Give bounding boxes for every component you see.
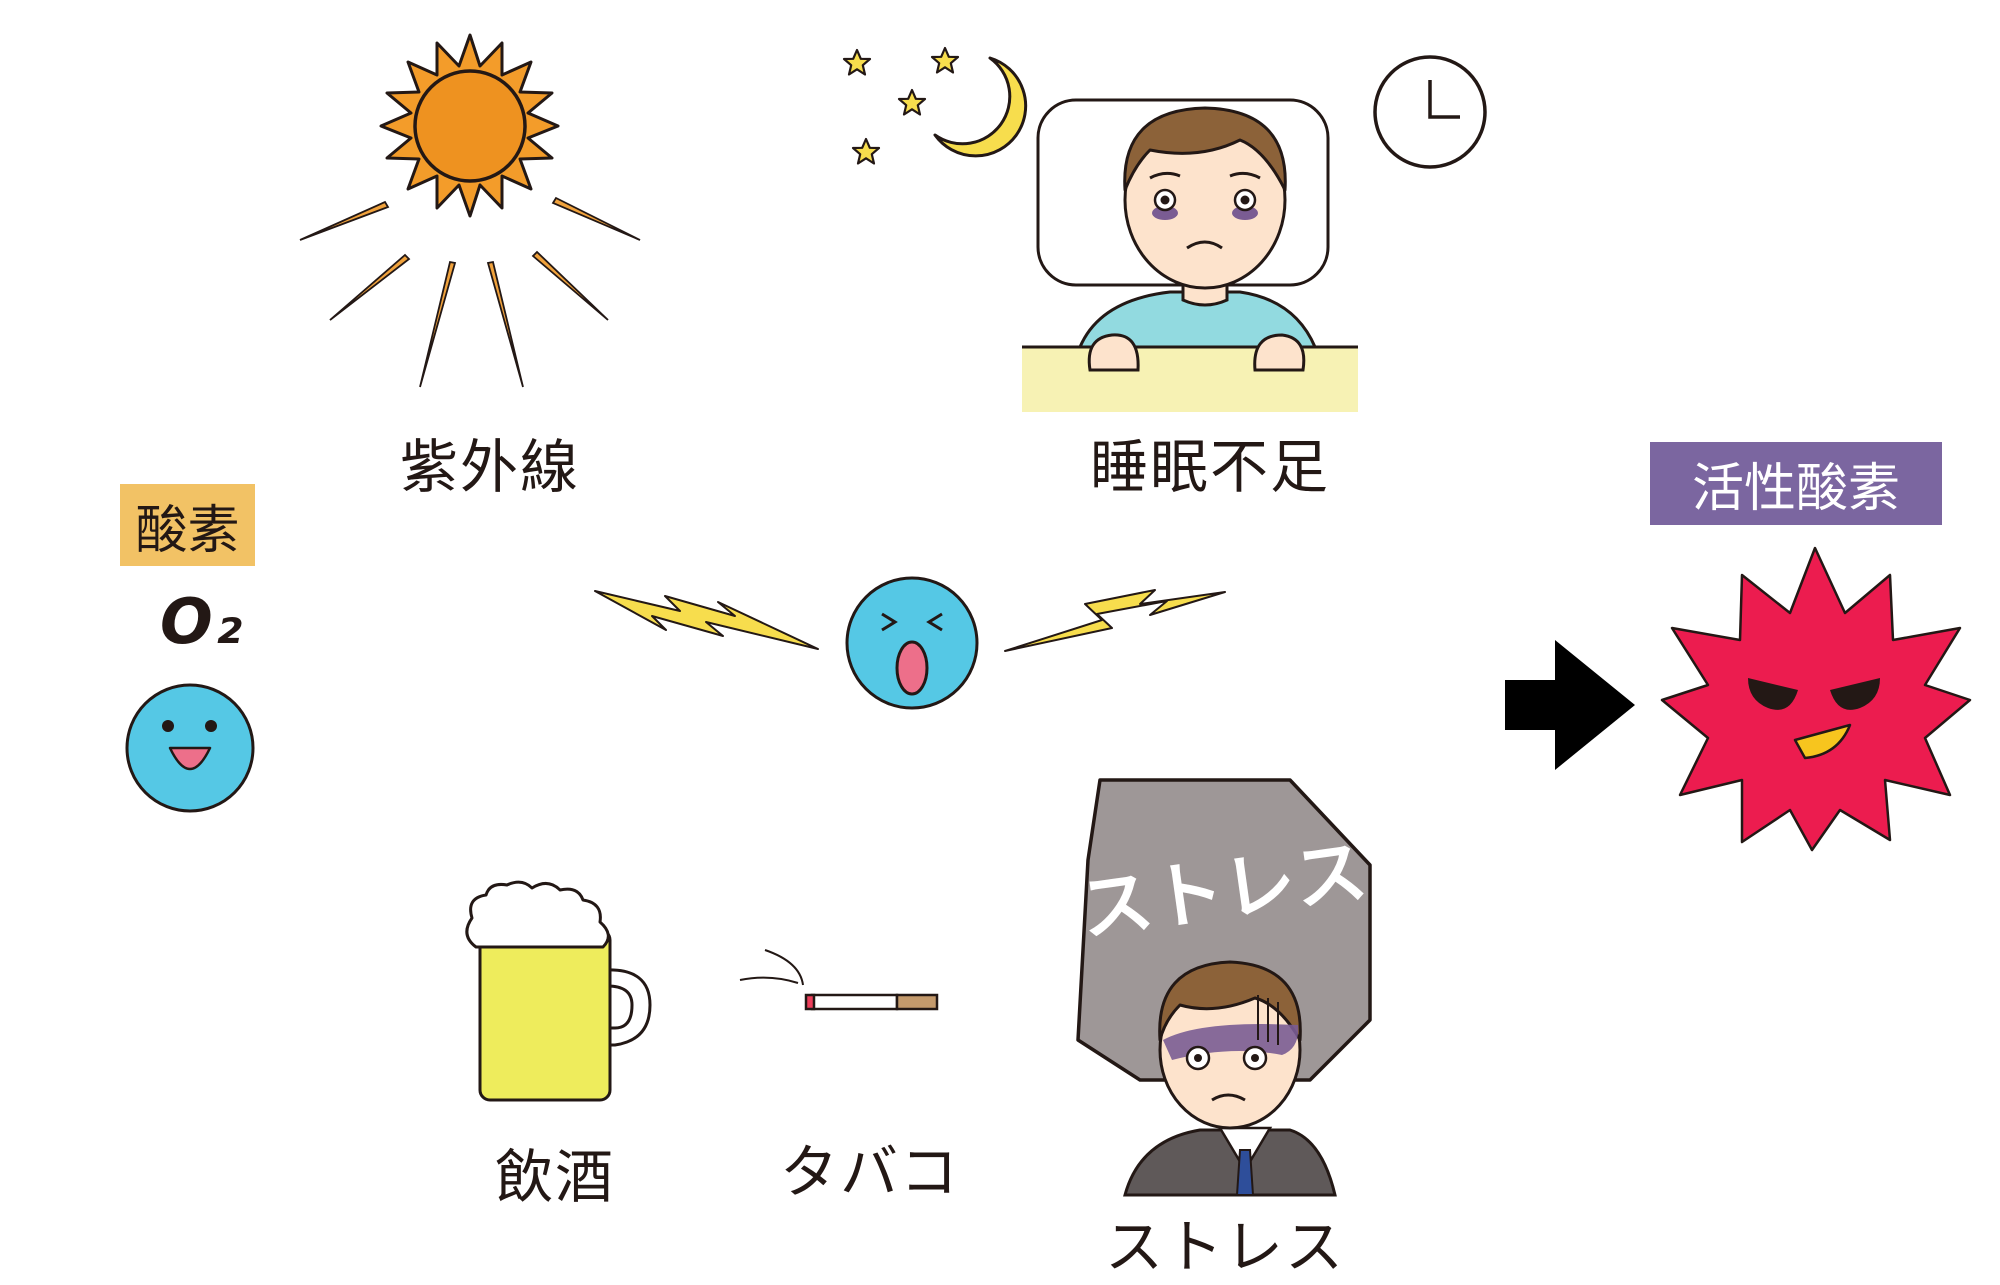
- tobacco-label: タバコ: [780, 1138, 961, 1206]
- uv-label: 紫外線: [400, 433, 581, 501]
- sun-icon: [299, 33, 641, 388]
- sleeping-person-illustration: [1022, 98, 1358, 412]
- active-oxygen-tag-label: 活性酸素: [1691, 459, 1900, 519]
- lightning-icon: [594, 589, 1226, 652]
- beer-mug-icon: [465, 880, 652, 1102]
- clock-icon: [1373, 55, 1487, 169]
- oxygen-tag: 酸素: [120, 484, 255, 566]
- attacked-molecule-character: [845, 576, 979, 710]
- cigarette-icon: [739, 949, 939, 1011]
- active-oxygen-tag: 活性酸素: [1650, 442, 1942, 525]
- stress-label: ストレス: [1105, 1213, 1346, 1281]
- oxygen-tag-label: 酸素: [135, 500, 240, 561]
- alcohol-label: 飲酒: [495, 1143, 616, 1211]
- stress-person-illustration: [1076, 778, 1372, 1197]
- active-oxygen-monster: [1660, 546, 1972, 852]
- star-icon: [842, 46, 960, 165]
- oxygen-molecule-character: [125, 683, 255, 813]
- oxygen-formula: O₂: [160, 585, 244, 658]
- sleep-label: 睡眠不足: [1090, 433, 1331, 501]
- arrow-right-icon: [1505, 640, 1635, 770]
- moon-icon: [933, 56, 1028, 158]
